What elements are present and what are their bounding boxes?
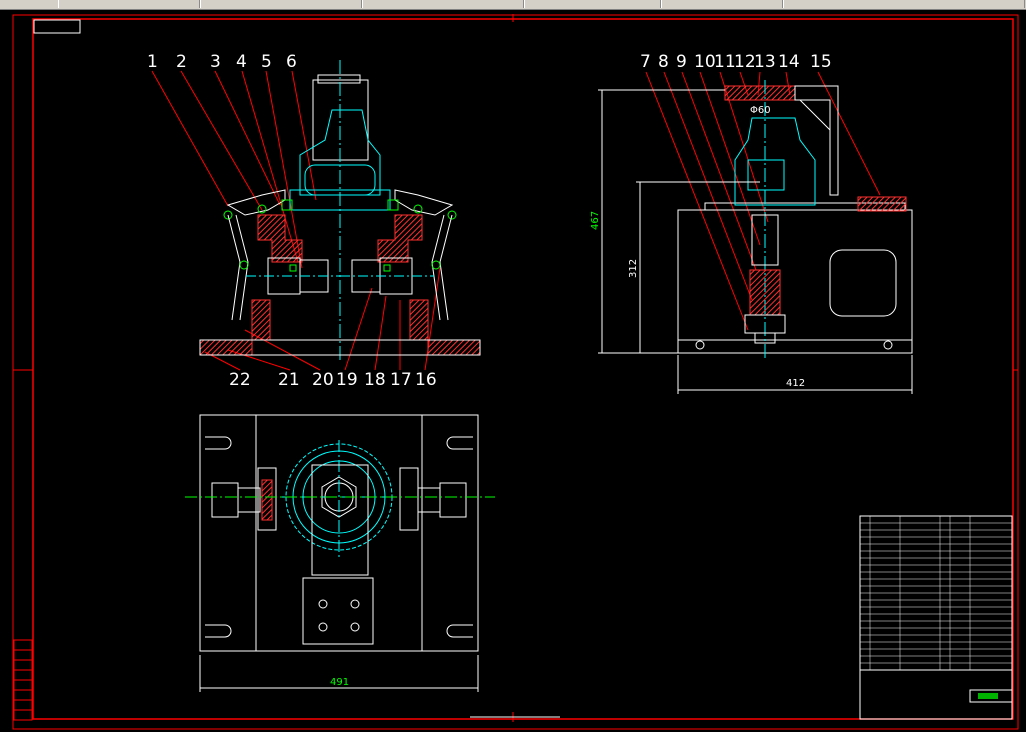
application-toolbar <box>0 0 1026 10</box>
part-number-label: 14 <box>778 52 800 72</box>
part-number-label: 17 <box>390 370 412 390</box>
part-number-label: 11 <box>714 52 736 72</box>
part-number-label: 2 <box>176 52 187 72</box>
part-number-label: 15 <box>810 52 832 72</box>
dim-height-total: 467 <box>590 211 601 230</box>
part-number-label: 9 <box>676 52 687 72</box>
part-number-label: 1 <box>147 52 158 72</box>
leader-lines-top <box>151 70 317 269</box>
part-number-label: 3 <box>210 52 221 72</box>
part-number-label: 13 <box>754 52 776 72</box>
top-view: 491 <box>185 414 495 692</box>
part-number-label: 5 <box>261 52 272 72</box>
part-number-label: 7 <box>640 52 651 72</box>
part-number-label: 6 <box>286 52 297 72</box>
dim-bore-diameter: Φ60 <box>750 105 771 116</box>
toolbar-tab[interactable] <box>362 0 524 8</box>
toolbar-tab[interactable] <box>200 0 362 8</box>
dim-width: 412 <box>786 378 805 389</box>
dim-top-width: 491 <box>330 677 349 688</box>
part-number-label: 18 <box>364 370 386 390</box>
toolbar-tab[interactable] <box>661 0 783 8</box>
part-number-label: 8 <box>658 52 669 72</box>
toolbar-tab[interactable] <box>783 0 1025 8</box>
title-block <box>859 515 1013 720</box>
drawing-number-box <box>33 19 81 34</box>
part-number-label: 19 <box>336 370 358 390</box>
part-number-label: 16 <box>415 370 437 390</box>
part-number-label: 20 <box>312 370 334 390</box>
access-window <box>829 249 897 317</box>
outer-frame <box>12 14 1019 730</box>
cad-drawing-canvas[interactable]: 1 2 3 4 5 6 22 21 20 19 18 17 16 <box>0 10 1026 732</box>
base-box <box>677 209 913 341</box>
part-number-label: 10 <box>694 52 716 72</box>
part-number-label: 22 <box>229 370 251 390</box>
revision-block <box>13 639 33 721</box>
part-number-label: 12 <box>734 52 756 72</box>
side-view: 7 8 9 10 11 12 13 14 15 <box>590 52 913 394</box>
toolbar-tab[interactable] <box>58 0 200 8</box>
part-number-label: 21 <box>278 370 300 390</box>
inner-frame <box>32 18 1014 720</box>
part-number-label: 4 <box>236 52 247 72</box>
dim-height-inner: 312 <box>628 259 639 278</box>
front-view: 1 2 3 4 5 6 22 21 20 19 18 17 16 <box>147 52 481 390</box>
leader-lines-bottom <box>204 267 441 371</box>
toolbar-tab[interactable] <box>524 0 661 8</box>
